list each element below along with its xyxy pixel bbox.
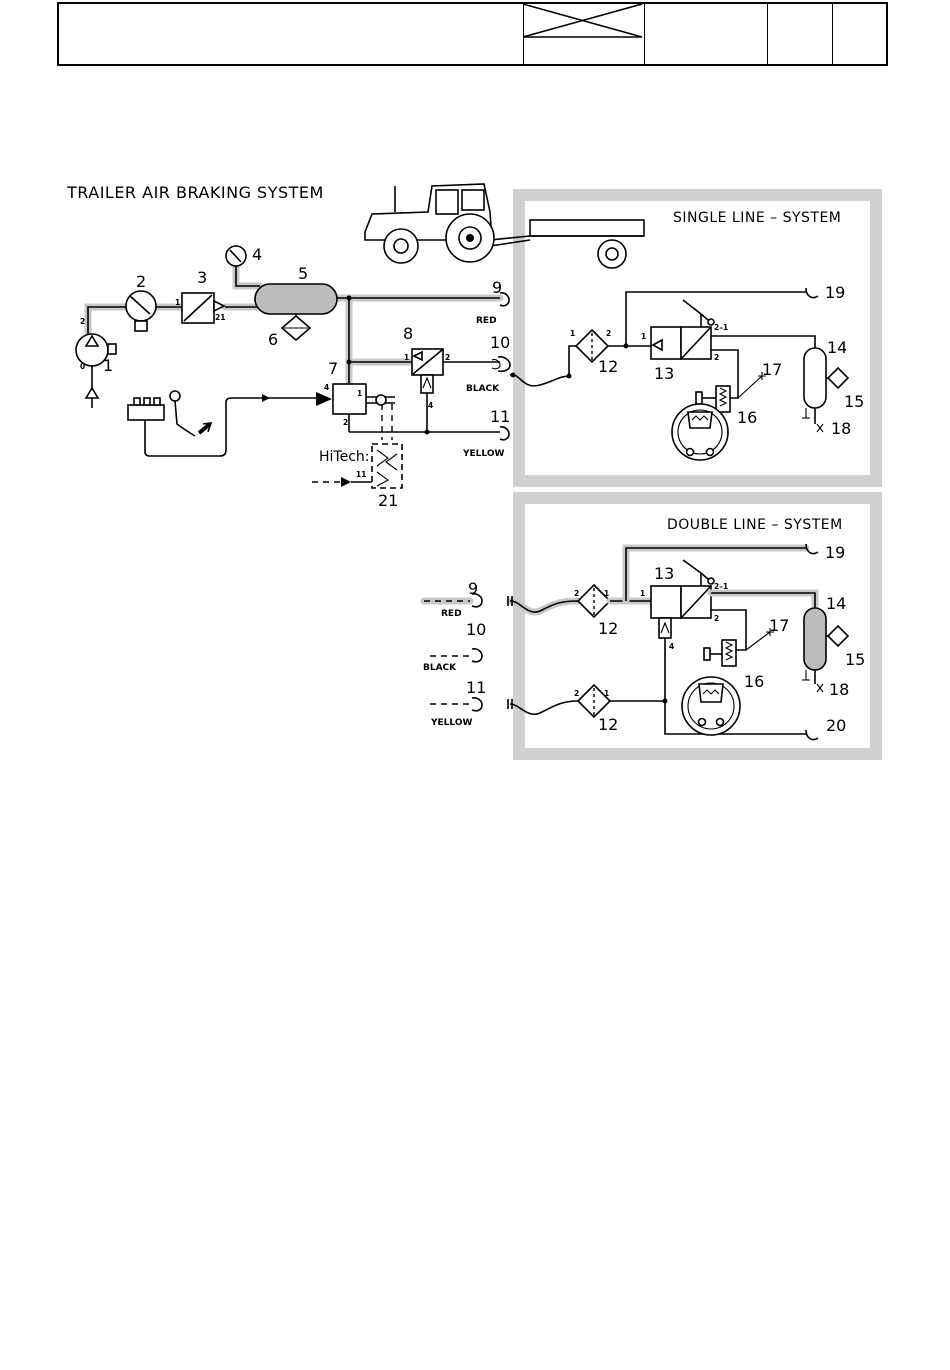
relay-valve-13 [651, 300, 714, 359]
port-8-1: 1 [404, 353, 409, 362]
port-7-2: 2 [343, 418, 348, 427]
port-1-2: 2 [80, 317, 85, 326]
label-8: 8 [403, 324, 413, 343]
port-21-11: 11 [356, 470, 366, 479]
port-7-1: 1 [357, 389, 362, 398]
dl-port-13-2: 2 [714, 614, 719, 623]
port-8-2: 2 [445, 353, 450, 362]
dl-label-12a: 12 [598, 619, 618, 638]
title-block-cross-symbol [523, 4, 642, 37]
dl-port-b-1: 1 [604, 689, 609, 698]
dl-port-a-1: 1 [604, 589, 609, 598]
dl-port-13-4: 4 [669, 642, 674, 651]
dl-label-13: 13 [654, 564, 674, 583]
port-7-4: 4 [324, 383, 329, 392]
dl-port-a-2: 2 [574, 589, 579, 598]
label-3: 3 [197, 268, 207, 287]
double-line-title: DOUBLE LINE – SYSTEM [667, 517, 843, 533]
sl-port-12-1: 1 [570, 329, 575, 338]
label-21: 21 [378, 491, 398, 510]
sl-port-13-21: 2–1 [714, 323, 728, 332]
label-11: 11 [490, 407, 510, 426]
dl-label-16: 16 [744, 672, 764, 691]
sl-port-13-1: 1 [641, 332, 646, 341]
line-yellow-label: YELLOW [462, 449, 504, 459]
dl-label-9: 9 [468, 579, 478, 598]
brake-chamber-16-double [682, 640, 740, 735]
dl-line-black-label: BLACK [423, 663, 457, 673]
dl-label-15: 15 [845, 650, 865, 669]
sl-label-15: 15 [844, 392, 864, 411]
air-reservoir-5 [255, 284, 337, 314]
port-3-1: 1 [175, 298, 180, 307]
port-3-21: 21 [215, 313, 225, 322]
dl-line-red-label: RED [441, 609, 462, 619]
yellow-coupling-head [500, 427, 509, 440]
dl-label-18: 18 [829, 680, 849, 699]
port-8-4: 4 [428, 401, 433, 410]
single-line-title: SINGLE LINE – SYSTEM [673, 210, 841, 226]
sl-port-12-2: 2 [606, 329, 611, 338]
dl-label-12b: 12 [598, 715, 618, 734]
dl-label-20: 20 [826, 716, 846, 735]
dl-port-b-2: 2 [574, 689, 579, 698]
line-red-label: RED [476, 316, 497, 326]
dl-port-13-21: 2–1 [714, 582, 728, 591]
hitech-label: HiTech: [319, 449, 370, 465]
pressure-gauge-4 [226, 246, 246, 266]
label-2: 2 [136, 272, 146, 291]
sl-label-12: 12 [598, 357, 618, 376]
dl-label-14: 14 [826, 594, 846, 613]
label-9: 9 [492, 278, 502, 297]
drain-valve-6 [282, 314, 310, 340]
label-4: 4 [252, 245, 262, 264]
brake-chamber-16 [672, 386, 730, 460]
sl-label-14: 14 [827, 338, 847, 357]
sl-label-16: 16 [737, 408, 757, 427]
sl-label-19: 19 [825, 283, 845, 302]
line-black-label: BLACK [466, 384, 500, 394]
compressor-2 [126, 291, 156, 331]
port-1-0: 0 [80, 362, 85, 371]
hand-brake-lever [128, 391, 316, 456]
sl-port-13-2: 2 [714, 353, 719, 362]
diagram-title: TRAILER AIR BRAKING SYSTEM [66, 183, 324, 202]
sl-label-18: 18 [831, 419, 851, 438]
single-line-circuit [510, 288, 848, 460]
dl-label-17: 17 [769, 616, 789, 635]
label-1: 1 [103, 356, 113, 375]
sl-label-17: 17 [762, 360, 782, 379]
dl-line-yellow-label: YELLOW [430, 718, 472, 728]
sl-label-13: 13 [654, 364, 674, 383]
label-5: 5 [298, 264, 308, 283]
dl-port-13-1: 1 [640, 589, 645, 598]
label-10: 10 [490, 333, 510, 352]
label-7: 7 [328, 359, 338, 378]
double-line-circuit [424, 544, 848, 740]
label-6: 6 [268, 330, 278, 349]
dl-label-10: 10 [466, 620, 486, 639]
dl-label-19: 19 [825, 543, 845, 562]
dl-label-11: 11 [466, 678, 486, 697]
